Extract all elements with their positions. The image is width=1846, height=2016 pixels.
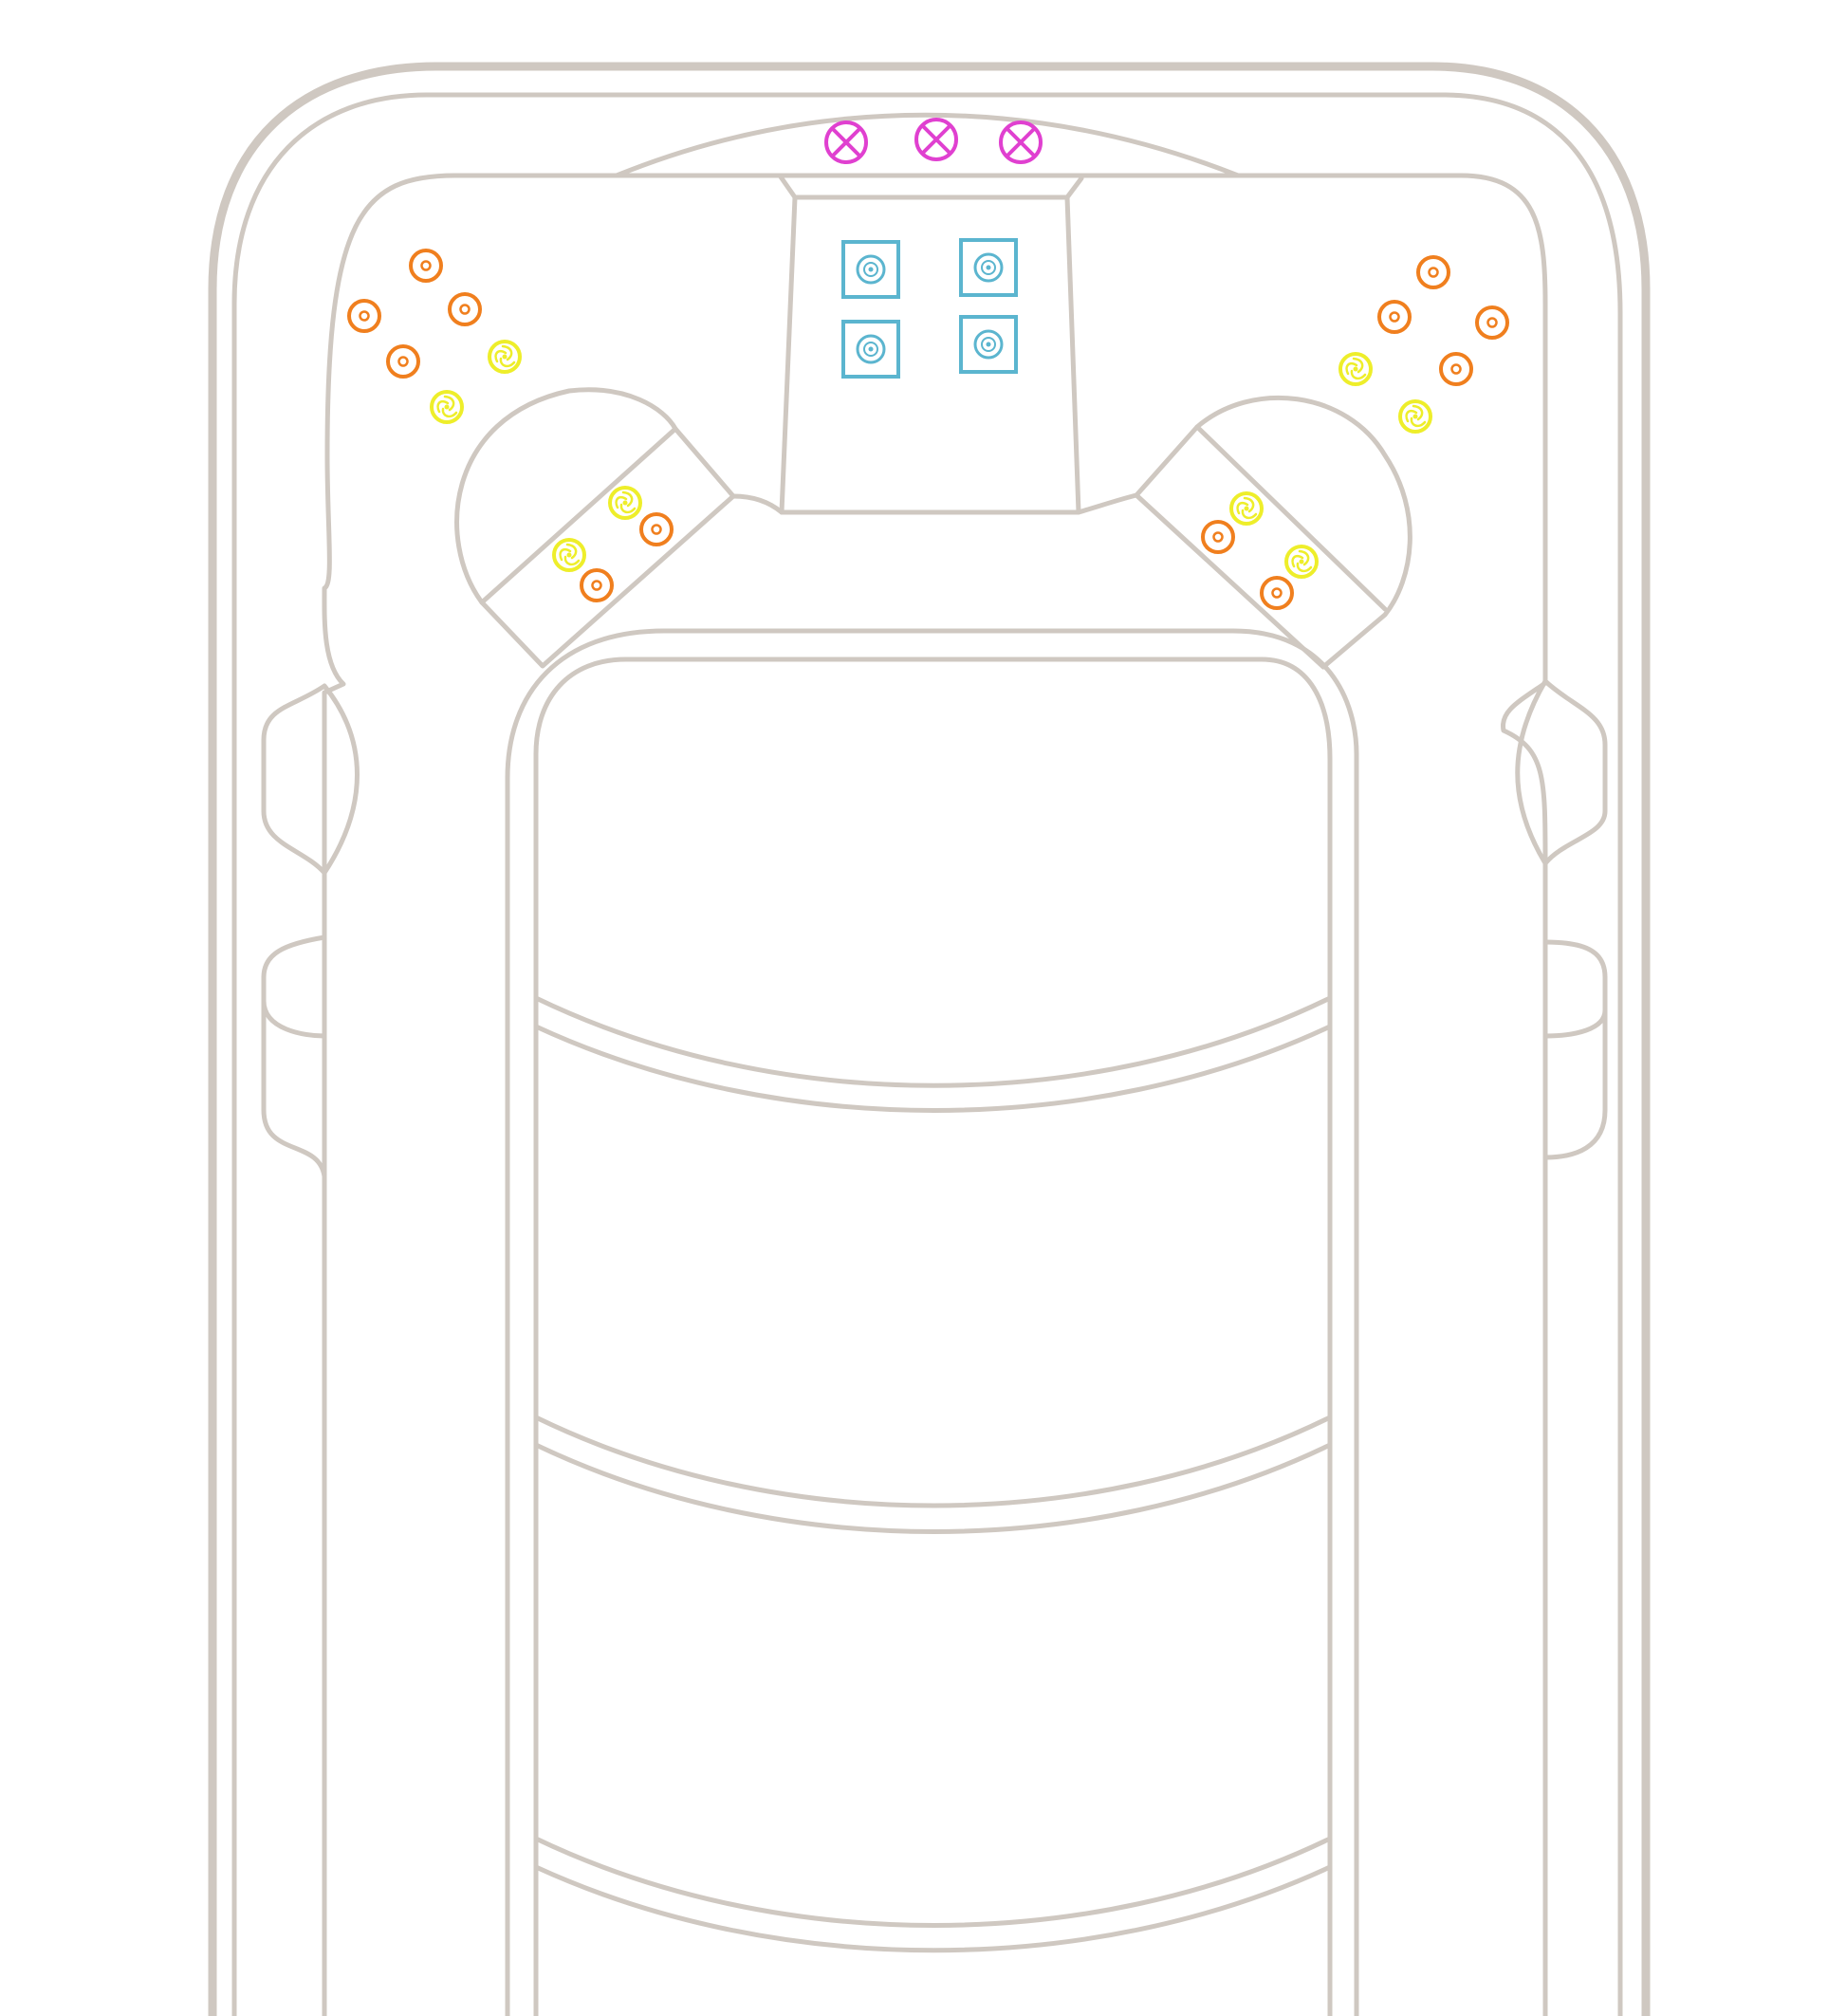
orange-rotary-jet-icon: [639, 512, 674, 546]
yellow-swirl-jet-icon: [1338, 352, 1373, 386]
seat-divider-1-top: [533, 995, 1333, 1088]
blue-square-jet-icon: [841, 320, 900, 379]
inner-shell-rim: [231, 92, 1623, 2016]
yellow-swirl-jet-icon: [1398, 399, 1432, 434]
seat-divider-2-top: [533, 1415, 1333, 1508]
orange-rotary-jet-icon: [1475, 305, 1509, 340]
orange-rotary-jet-icon: [347, 299, 381, 333]
magenta-cross-jet-icon: [999, 120, 1043, 164]
orange-rotary-jet-icon: [1201, 520, 1235, 554]
orange-rotary-jet-icon: [448, 292, 482, 326]
blue-square-jet-icon: [841, 240, 900, 299]
console-right-connector: [1076, 492, 1139, 515]
left-pillow-upper: [261, 683, 360, 876]
magenta-cross-jet-icon: [914, 118, 958, 161]
orange-rotary-jet-icon: [386, 344, 420, 379]
center-console: [779, 194, 1081, 515]
yellow-swirl-jet-icon: [608, 486, 642, 520]
magenta-cross-jet-icon: [824, 120, 868, 164]
orange-rotary-jet-icon: [580, 568, 614, 602]
blue-square-jet-icon: [959, 238, 1018, 297]
yellow-swirl-jet-icon: [1229, 491, 1264, 526]
headrest-arc: [614, 112, 1241, 178]
yellow-swirl-jet-icon: [488, 340, 522, 374]
yellow-swirl-jet-icon: [552, 538, 586, 572]
right-pillow-lower: [1542, 939, 1608, 1160]
seat-divider-3-top: [533, 1836, 1333, 1928]
orange-rotary-jet-icon: [1439, 352, 1473, 386]
lounge-inner: [533, 657, 1333, 2016]
right-lobe-divider: [1194, 424, 1388, 612]
left-pillow-lower: [261, 934, 327, 1179]
orange-rotary-jet-icon: [1416, 255, 1450, 289]
seat-divider-1-bottom: [533, 1024, 1333, 1113]
console-left-connector: [730, 493, 785, 515]
blue-square-jet-icon: [959, 315, 1018, 374]
left-lobe-divider: [479, 426, 678, 605]
outer-shell: [208, 62, 1651, 2016]
yellow-swirl-jet-icon: [1284, 545, 1319, 579]
lounge-outer: [505, 628, 1359, 2016]
center-console-cap: [777, 173, 1084, 200]
orange-rotary-jet-icon: [1260, 576, 1294, 610]
left-corner-lobe: [454, 387, 736, 669]
seat-well-outline: [322, 173, 1548, 2016]
seat-divider-2-bottom: [533, 1442, 1333, 1534]
orange-rotary-jet-icon: [409, 249, 443, 283]
right-pillow-upper: [1515, 678, 1608, 866]
yellow-swirl-jet-icon: [430, 390, 464, 424]
seat-divider-3-bottom: [533, 1864, 1333, 1953]
orange-rotary-jet-icon: [1377, 300, 1412, 334]
right-corner-lobe: [1134, 395, 1412, 670]
